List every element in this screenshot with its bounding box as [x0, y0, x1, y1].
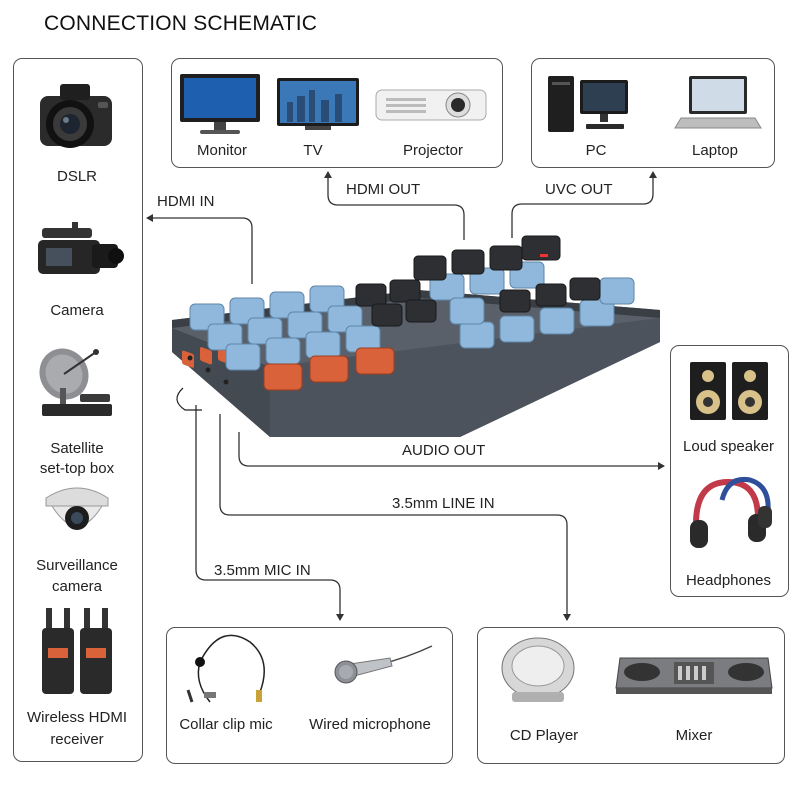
mic-in-wire — [195, 405, 344, 621]
pc-label: PC — [585, 142, 607, 159]
wireless-hdmi-receiver-icon — [42, 608, 112, 694]
mixer-icon — [615, 657, 773, 694]
cd-player-icon — [501, 637, 575, 702]
capture-keyboard-device — [172, 235, 660, 437]
line-in-wire — [219, 414, 571, 621]
hdmi-in-wire — [146, 214, 253, 284]
wired-microphone-icon — [334, 645, 433, 684]
laptop-label: Laptop — [692, 142, 738, 159]
diagram-title: CONNECTION SCHEMATIC — [44, 12, 318, 35]
surveillance-label-line1: Surveillance — [36, 557, 118, 574]
uvc-out-wire — [511, 171, 657, 238]
satellite-dish-icon — [39, 348, 112, 416]
wired-microphone-label: Wired microphone — [309, 716, 431, 733]
satellite-label-line2: set-top box — [39, 460, 115, 477]
collar-clip-mic-label: Collar clip mic — [179, 716, 273, 733]
collar-clip-mic-icon — [186, 634, 265, 703]
line-in-label: 3.5mm LINE IN — [392, 495, 495, 512]
camera-label: Camera — [50, 302, 104, 319]
monitor-label: Monitor — [196, 142, 248, 159]
headphones-icon — [690, 476, 772, 548]
audio-output-box — [670, 345, 789, 597]
hdmi-out-wire — [324, 171, 465, 240]
projector-label: Projector — [402, 142, 464, 159]
wireless-label-line2: receiver — [50, 731, 104, 748]
tv-icon — [277, 78, 359, 130]
mic-in-label: 3.5mm MIC IN — [214, 562, 311, 579]
loud-speaker-label: Loud speaker — [683, 438, 774, 455]
audio-out-label: AUDIO OUT — [402, 442, 486, 459]
pc-icon — [548, 76, 628, 132]
audio-out-wire — [238, 432, 665, 470]
uvc-out-label: UVC OUT — [545, 181, 613, 198]
surveillance-camera-icon — [45, 487, 109, 530]
satellite-label-line1: Satellite — [50, 440, 104, 457]
dslr-label: DSLR — [56, 168, 97, 185]
headphones-label: Headphones — [685, 572, 772, 589]
dslr-icon — [40, 84, 112, 148]
tv-label: TV — [303, 142, 323, 159]
monitor-icon — [180, 74, 260, 134]
camcorder-icon — [38, 222, 124, 274]
loud-speaker-icon — [690, 362, 768, 420]
hdmi-out-label: HDMI OUT — [346, 181, 421, 198]
laptop-icon — [674, 76, 762, 129]
cd-player-label: CD Player — [509, 727, 579, 744]
projector-icon — [375, 89, 487, 121]
hdmi-in-label: HDMI IN — [157, 193, 215, 210]
surveillance-label-line2: camera — [51, 578, 103, 595]
wireless-label-line1: Wireless HDMI — [27, 709, 127, 726]
mixer-label: Mixer — [675, 727, 713, 744]
